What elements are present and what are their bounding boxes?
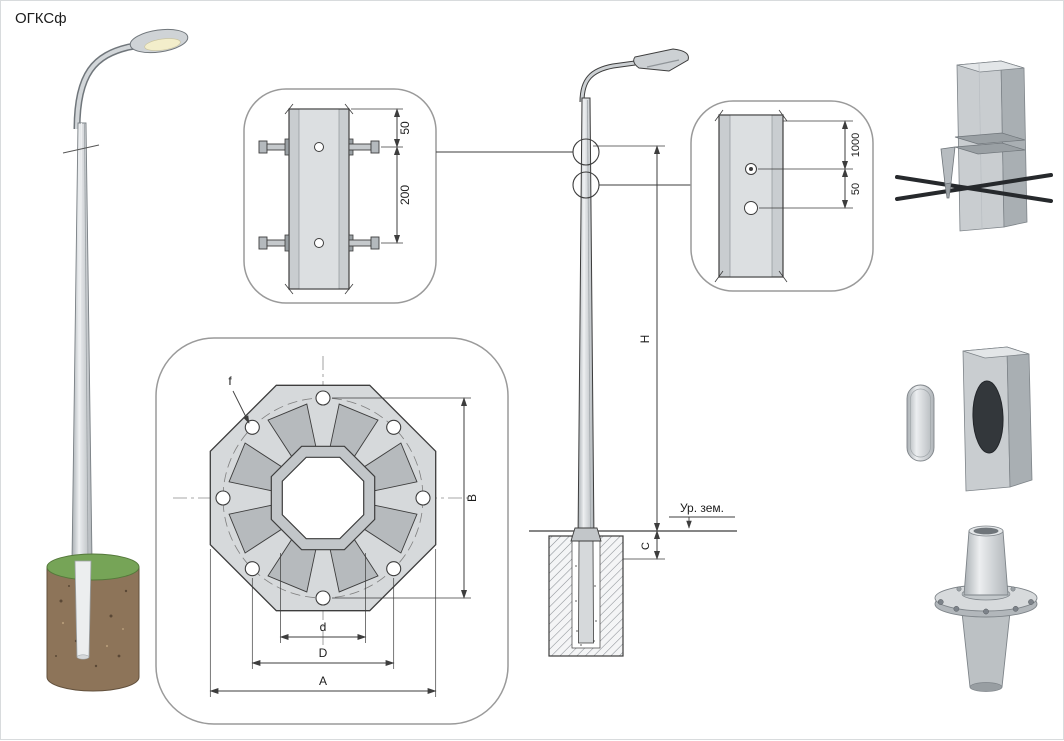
luminaire-head [129,28,189,54]
bolt-hole [314,142,324,152]
flange-plan-callout: f B d D A [155,337,509,725]
upper-tube [963,530,1009,596]
top-clamp-render [895,60,1053,232]
clamp-band-upper [954,132,1026,145]
dim-D: D [319,646,328,660]
flange-bolts [937,586,1034,615]
bolt-right-bottom [348,234,380,252]
dim-H: H [638,335,652,344]
foundation-section [548,527,624,657]
pole-3d-render [46,28,189,692]
grass-top [46,553,140,581]
clamp-band-lower [954,142,1026,155]
pole-elevation-drawing: H Ур. зем. C [529,48,737,657]
f-leader [232,390,250,424]
door-opening [972,380,1004,454]
hole-detail-callout: 1000 50 [690,100,874,292]
dim-200: 200 [398,185,412,205]
pole-tube-bore [281,456,365,540]
bolt-hole [314,238,324,248]
embedded-tube [74,560,92,658]
access-door-render [906,346,1033,492]
base-flange-render [934,525,1038,692]
hole [744,201,758,215]
break-mark [62,144,100,154]
dim-f: f [228,374,232,388]
bracket-arm [579,60,636,103]
bolt-left-bottom [258,234,290,252]
dim-A: A [319,674,327,688]
detail-marker-upper [572,138,600,166]
flange-bolt-holes [215,390,431,606]
page-title: ОГКСф [15,10,67,27]
dim-1000: 1000 [850,133,862,157]
pole-piece-side [1006,346,1033,488]
dim-C: C [640,542,652,550]
pole-arm [73,39,152,130]
pole-outline [577,97,595,542]
pole-shaft [71,122,93,562]
bolt-left-top [258,138,290,156]
cable [895,173,1053,201]
dim-B: B [465,494,479,502]
cable-tensioner [940,146,956,185]
pole-piece-top [962,346,1030,359]
ground-label: Ур. зем. [680,501,724,515]
door-cover [906,384,935,462]
embedded-pole [578,540,594,644]
foundation-render [46,553,140,692]
base-flare [570,527,602,542]
bolt-detail-callout: 50 200 [243,88,437,304]
pole-column-top [956,60,1025,73]
luminaire-outline [633,48,689,72]
dim-50: 50 [398,121,412,135]
dim-50: 50 [850,183,862,195]
bolt-right-top [348,138,380,156]
gusset-ribs [228,403,418,593]
dim-d: d [320,620,327,634]
